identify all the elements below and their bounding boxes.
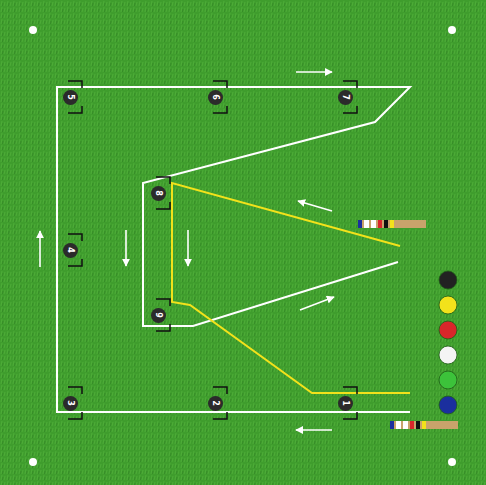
hoop-number: 6 (208, 90, 223, 105)
hoop-number: 2 (208, 396, 223, 411)
hoop-number: 4 (63, 243, 78, 258)
hoop-number: 9 (151, 308, 166, 323)
hoop-number-text: 7 (341, 94, 349, 100)
white-course-line (57, 87, 410, 412)
hoop-number-text: 4 (66, 247, 74, 253)
hoop-number-text: 6 (211, 94, 219, 100)
hoop-number-text: 2 (211, 400, 219, 406)
hoop-number-text: 3 (66, 400, 74, 406)
hoop-number: 7 (338, 90, 353, 105)
hoop-symbols (68, 81, 357, 419)
hoop-number: 5 (63, 90, 78, 105)
croquet-balls (439, 271, 457, 414)
stake-symbol (390, 421, 458, 429)
direction-arrows (40, 72, 334, 430)
hoop-number-text: 5 (66, 94, 74, 100)
stake-symbol (358, 220, 426, 228)
hoop-number-text: 9 (154, 312, 162, 318)
hoop-number: 3 (63, 396, 78, 411)
hoop-number-text: 8 (154, 190, 162, 196)
corner-dots (29, 26, 456, 466)
hoop-number-text: 1 (341, 400, 349, 406)
hoop-number: 8 (151, 186, 166, 201)
yellow-course-line (172, 183, 410, 393)
hoop-number: 1 (338, 396, 353, 411)
